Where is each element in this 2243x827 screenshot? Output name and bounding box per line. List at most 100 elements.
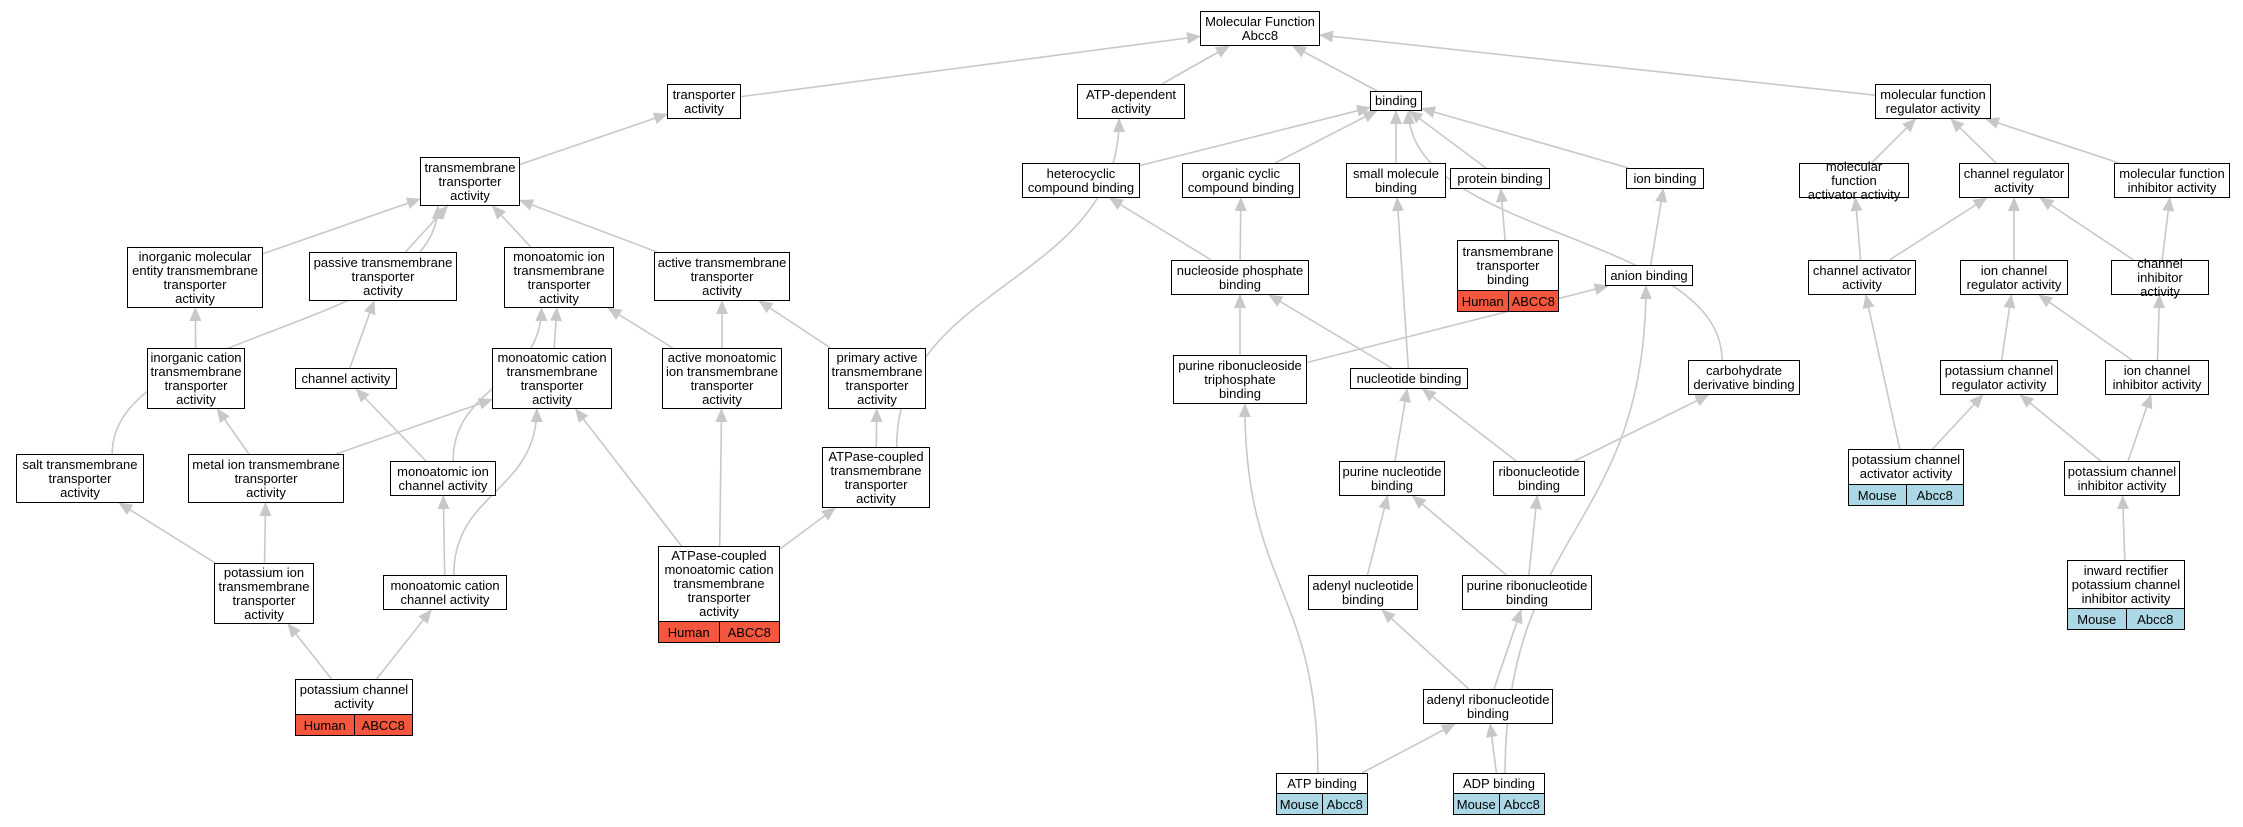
node-chanreg[interactable]: channel regulator activity xyxy=(1959,163,2069,198)
edge-kinh-to-ionchaninh xyxy=(2127,394,2153,462)
node-atpdep[interactable]: ATP-dependent activity xyxy=(1077,84,1185,119)
node-anion[interactable]: anion binding xyxy=(1605,265,1693,286)
edge-mfinh-to-mfreg xyxy=(1984,117,2120,164)
node-label: ATPase-coupled transmembrane transporter… xyxy=(822,447,930,508)
edge-adpbind-to-adenylribo xyxy=(1485,723,1498,774)
edge-tmt-to-transporter xyxy=(519,112,668,166)
species-tag: Mouse xyxy=(1277,794,1322,814)
node-ionchaninh[interactable]: ion channel inhibitor activity xyxy=(2105,360,2209,395)
edge-mfreg-to-mf xyxy=(1319,30,1876,97)
edge-monocat-to-monoion xyxy=(550,307,562,349)
node-label: monoatomic cation channel activity xyxy=(383,575,507,610)
node-monocat[interactable]: monoatomic cation transmembrane transpor… xyxy=(492,348,612,409)
node-chaninh[interactable]: channel inhibitor activity xyxy=(2111,256,2209,298)
node-chanact[interactable]: channel activator activity xyxy=(1808,260,1916,295)
node-purinenuc[interactable]: purine nucleotide binding xyxy=(1339,461,1445,496)
node-binding[interactable]: binding xyxy=(1370,91,1422,111)
node-mfinh[interactable]: molecular function inhibitor activity xyxy=(2114,163,2230,198)
node-atpcoupledmono[interactable]: ATPase-coupled monoatomic cation transme… xyxy=(658,546,780,643)
node-label: molecular function regulator activity xyxy=(1875,84,1991,119)
node-adenylribo[interactable]: adenyl ribonucleotide binding xyxy=(1423,689,1553,724)
node-label: purine ribonucleotide binding xyxy=(1462,575,1592,610)
node-label: Molecular Function Abcc8 xyxy=(1200,11,1320,46)
edge-kchan-to-potion xyxy=(287,623,333,680)
edge-nucphos-to-orgcyclic xyxy=(1234,197,1247,261)
node-label: binding xyxy=(1370,91,1422,111)
node-primary[interactable]: primary active transmembrane transporter… xyxy=(828,348,926,409)
node-metalion[interactable]: metal ion transmembrane transporter acti… xyxy=(188,454,344,503)
node-ribonuc[interactable]: ribonucleotide binding xyxy=(1493,461,1585,496)
node-protein[interactable]: protein binding xyxy=(1450,168,1550,189)
node-label: transmembrane transporter binding xyxy=(1457,240,1559,291)
species-tag: Human xyxy=(1458,291,1508,311)
node-tmt[interactable]: transmembrane transporter activity xyxy=(420,157,520,206)
edge-activemono-to-monoion xyxy=(607,307,674,349)
edge-adenylribo-to-purineribo xyxy=(1493,609,1523,690)
node-atpcoupled[interactable]: ATPase-coupled transmembrane transporter… xyxy=(822,447,930,508)
node-purinetri[interactable]: purine ribonucleoside triphosphate bindi… xyxy=(1173,355,1307,404)
node-mfact[interactable]: molecular function activator activity xyxy=(1799,159,1909,201)
node-transporter[interactable]: transporter activity xyxy=(667,84,741,119)
node-ion[interactable]: ion binding xyxy=(1626,168,1704,189)
edge-chanactivity-to-passive xyxy=(349,300,376,369)
edge-salt-to-tmt xyxy=(111,205,444,455)
node-inorgmol[interactable]: inorganic molecular entity transmembrane… xyxy=(127,247,263,308)
node-monoion[interactable]: monoatomic ion transmembrane transporter… xyxy=(504,247,614,308)
node-inward[interactable]: inward rectifier potassium channel inhib… xyxy=(2067,560,2185,630)
node-activemono[interactable]: active monoatomic ion transmembrane tran… xyxy=(662,348,782,409)
node-monocatchan[interactable]: monoatomic cation channel activity xyxy=(383,575,507,610)
node-active[interactable]: active transmembrane transporter activit… xyxy=(654,252,790,301)
edge-monoionchan-to-chanactivity xyxy=(355,388,427,462)
edge-ionchaninh-to-chaninh xyxy=(2153,294,2166,361)
node-label: monoatomic ion channel activity xyxy=(390,461,496,496)
node-chanactivity[interactable]: channel activity xyxy=(295,368,397,389)
edge-ribonuc-to-carbo xyxy=(1574,394,1710,462)
node-mf[interactable]: Molecular Function Abcc8 xyxy=(1200,11,1320,46)
edge-potion-to-metalion xyxy=(259,502,272,564)
node-adenylnuc[interactable]: adenyl nucleotide binding xyxy=(1308,575,1418,610)
edge-transporter-to-mf xyxy=(740,32,1201,98)
node-label: primary active transmembrane transporter… xyxy=(828,348,926,409)
gene-tag: Abcc8 xyxy=(2125,609,2184,629)
node-monoionchan[interactable]: monoatomic ion channel activity xyxy=(390,461,496,496)
node-potion[interactable]: potassium ion transmembrane transporter … xyxy=(214,563,314,624)
node-kinh[interactable]: potassium channel inhibitor activity xyxy=(2064,461,2180,496)
edge-passive-to-tmt xyxy=(404,205,449,253)
node-smallmol[interactable]: small molecule binding xyxy=(1346,163,1446,198)
edge-inorgmol-to-tmt xyxy=(262,197,421,255)
node-ionchanreg[interactable]: ion channel regulator activity xyxy=(1960,260,2068,295)
node-mfreg[interactable]: molecular function regulator activity xyxy=(1875,84,1991,119)
node-inorgcat[interactable]: inorganic cation transmembrane transport… xyxy=(147,348,245,409)
node-label: small molecule binding xyxy=(1346,163,1446,198)
node-label: monoatomic cation transmembrane transpor… xyxy=(492,348,612,409)
edge-purinenuc-to-nucleotide xyxy=(1394,388,1411,462)
node-nucleotide[interactable]: nucleotide binding xyxy=(1350,368,1468,389)
node-nucphos[interactable]: nucleoside phosphate binding xyxy=(1171,260,1309,295)
edge-heterocyclic-to-binding xyxy=(1139,104,1371,167)
node-orgcyclic[interactable]: organic cyclic compound binding xyxy=(1182,163,1300,198)
edge-purineribo-to-purinenuc xyxy=(1411,495,1507,576)
node-passive[interactable]: passive transmembrane transporter activi… xyxy=(309,252,457,301)
node-purineribo[interactable]: purine ribonucleotide binding xyxy=(1462,575,1592,610)
edge-atpbind-to-adenylribo xyxy=(1361,723,1456,774)
node-carbo[interactable]: carbohydrate derivative binding xyxy=(1688,360,1800,395)
node-label: adenyl nucleotide binding xyxy=(1308,575,1418,610)
node-label: nucleoside phosphate binding xyxy=(1171,260,1309,295)
edge-adenylribo-to-adenylnuc xyxy=(1381,609,1470,690)
node-heterocyclic[interactable]: heterocyclic compound binding xyxy=(1022,163,1140,198)
node-salt[interactable]: salt transmembrane transporter activity xyxy=(16,454,144,503)
gene-tag: Abcc8 xyxy=(1498,794,1544,814)
node-kreg[interactable]: potassium channel regulator activity xyxy=(1940,360,2058,395)
edge-monocatchan-to-monoionchan xyxy=(437,495,450,576)
edge-atpbind-to-purinetri xyxy=(1238,403,1319,774)
